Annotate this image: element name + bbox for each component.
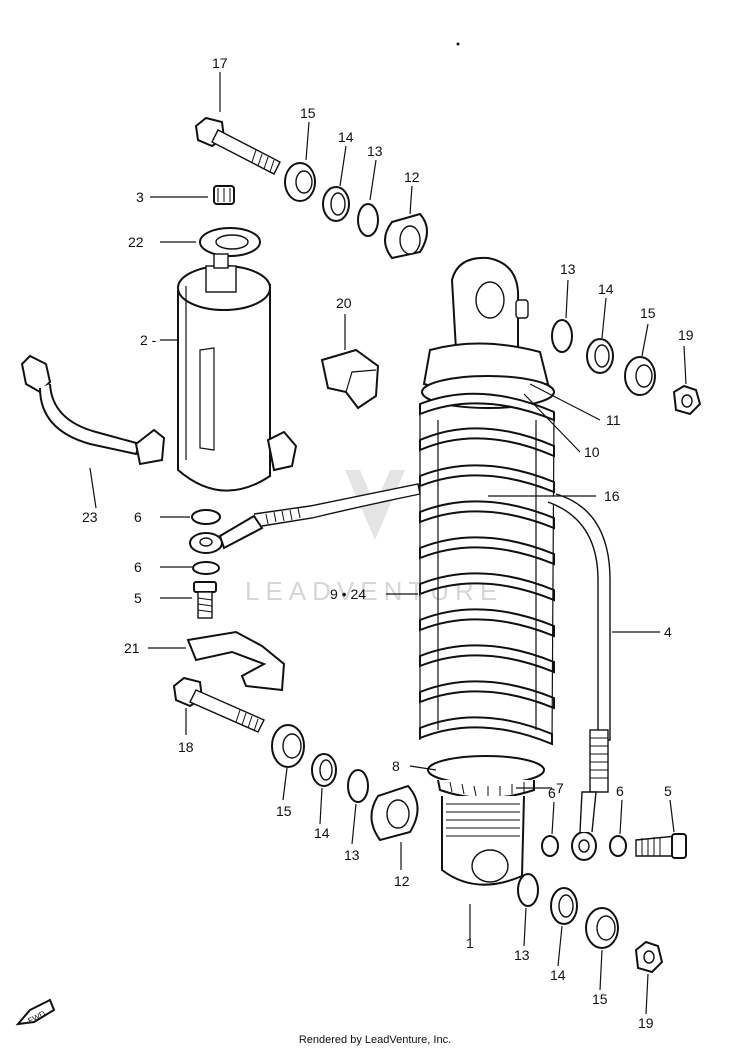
- callout-14: 14: [598, 281, 614, 297]
- footer-credit: Rendered by LeadVenture, Inc.: [298, 1034, 452, 1046]
- part-15-collar-right-upper: [624, 356, 656, 396]
- part-13-circlip-lower-left: [347, 769, 369, 803]
- part-6-washer-left-lower: [192, 561, 220, 575]
- callout-20: 20: [336, 295, 352, 311]
- part-20-bumper: [320, 348, 380, 410]
- part-21-clip: [186, 630, 286, 692]
- part-14-seal-right-lower: [550, 887, 578, 925]
- part-6-washer-right-b: [609, 835, 627, 857]
- callout-14: 14: [314, 825, 330, 841]
- part-12-bushing-lower: [370, 784, 419, 842]
- banjo-fitting-right: [571, 791, 597, 861]
- callout-17: 17: [212, 55, 228, 71]
- part-18-lower-bolt: [172, 676, 265, 733]
- part-5-bolt-right: [635, 833, 687, 859]
- part-15-collar-lower-left: [271, 724, 305, 768]
- callout-2: 2 -: [140, 332, 157, 348]
- callout-13: 13: [560, 261, 576, 277]
- callout-14: 14: [550, 967, 566, 983]
- reservoir-hose: [253, 483, 421, 527]
- callout-12: 12: [394, 873, 410, 889]
- callout-6: 6: [616, 783, 624, 799]
- callout-7: 7: [556, 780, 564, 796]
- callout-19: 19: [678, 327, 694, 343]
- part-15-collar-upper: [284, 162, 316, 202]
- part-15-collar-right-lower: [585, 907, 619, 949]
- callout-4: 4: [664, 624, 672, 640]
- callout-6: 6: [134, 509, 142, 525]
- part-13-circlip-right-upper: [551, 319, 573, 353]
- callout-11: 11: [606, 412, 621, 428]
- part-5-bolt-left: [193, 581, 217, 619]
- banjo-fitting-left: [189, 514, 264, 554]
- part-12-bushing-upper: [384, 212, 428, 260]
- callout-3: 3: [136, 189, 144, 205]
- callout-5: 5: [664, 783, 672, 799]
- callout-15: 15: [300, 105, 316, 121]
- leader-lines: [89, 72, 687, 1015]
- callout-22: 22: [128, 234, 144, 250]
- callout-21: 21: [124, 640, 140, 656]
- callout-19: 19: [638, 1015, 654, 1031]
- callout-8: 8: [392, 758, 400, 774]
- part-23-bracket: [20, 354, 166, 466]
- callout-13: 13: [367, 143, 383, 159]
- callout-5: 5: [134, 590, 142, 606]
- callout-1: 1: [466, 935, 474, 951]
- callout-15: 15: [276, 803, 292, 819]
- part-19-nut-upper: [672, 384, 702, 416]
- callout-13: 13: [344, 847, 360, 863]
- part-14-seal-right-upper: [586, 338, 614, 374]
- part-4-hose: [547, 493, 611, 793]
- callout-9-24: 9 • 24: [330, 586, 366, 602]
- callouts: 17 15 14 13 12 3 22 2 - 20 23 6 6 5 21 1…: [82, 55, 694, 1031]
- part-9-24-shock-absorber: [419, 256, 555, 886]
- part-6-washer-left-upper: [191, 509, 221, 525]
- callout-6: 6: [548, 785, 556, 801]
- callout-15: 15: [640, 305, 656, 321]
- fwd-arrow-icon: FWD: [15, 998, 56, 1026]
- callout-16: 16: [604, 488, 620, 504]
- part-19-nut-lower: [634, 940, 664, 974]
- callout-10: 10: [584, 444, 600, 460]
- part-3-valve-cap: [213, 185, 235, 205]
- part-14-seal-lower-left: [311, 753, 337, 787]
- callout-15: 15: [592, 991, 608, 1007]
- callout-12: 12: [404, 169, 420, 185]
- part-13-circlip-right-lower: [517, 873, 539, 907]
- callout-18: 18: [178, 739, 194, 755]
- callout-14: 14: [338, 129, 354, 145]
- callout-13: 13: [514, 947, 530, 963]
- part-13-circlip-upper: [357, 203, 379, 237]
- callout-23: 23: [82, 509, 98, 525]
- callout-6: 6: [134, 559, 142, 575]
- part-2-reservoir: [177, 253, 298, 492]
- part-17-upper-bolt: [194, 116, 281, 175]
- part-14-seal-upper: [322, 186, 350, 222]
- part-22-washer: [199, 227, 261, 257]
- part-6-washer-right-a: [541, 835, 559, 857]
